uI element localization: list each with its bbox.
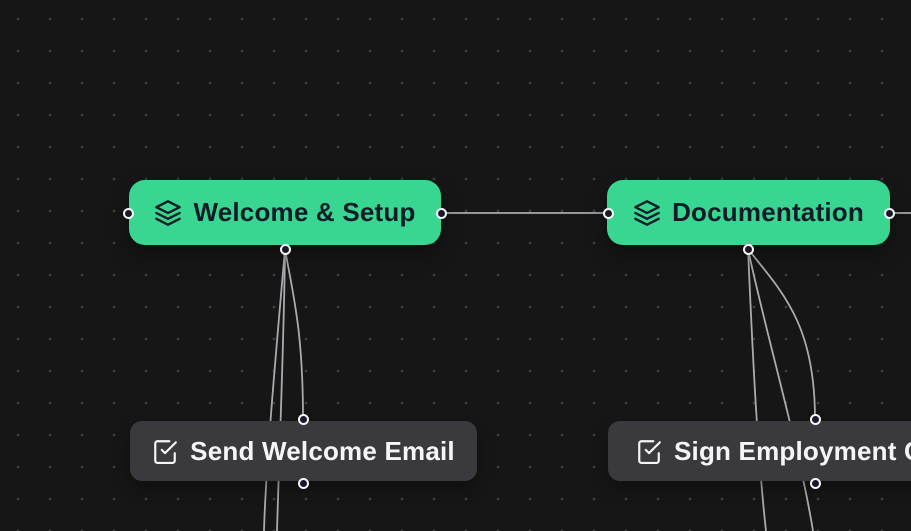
check-square-icon: [152, 438, 178, 464]
check-square-icon: [636, 438, 662, 464]
handle-send-welcome-email-bottom[interactable]: [297, 477, 309, 489]
handle-welcome-setup-left[interactable]: [122, 207, 134, 219]
handle-documentation-left[interactable]: [602, 207, 614, 219]
handle-sign-employment-top[interactable]: [809, 413, 821, 425]
handle-welcome-setup-bottom[interactable]: [279, 243, 291, 255]
edge-documentation-down-a[interactable]: [747, 248, 767, 531]
edge-welcome-setup-down-b[interactable]: [276, 248, 286, 531]
node-welcome-setup[interactable]: Welcome & Setup: [129, 180, 441, 245]
handle-documentation-right[interactable]: [883, 207, 895, 219]
node-sign-employment[interactable]: Sign Employment C: [608, 421, 911, 481]
handle-welcome-setup-right[interactable]: [435, 207, 447, 219]
node-label: Welcome & Setup: [193, 197, 416, 227]
edge-welcome-setup-down-a[interactable]: [263, 248, 286, 531]
node-documentation[interactable]: Documentation: [607, 180, 890, 245]
node-label: Send Welcome Email: [190, 435, 455, 466]
edge-documentation-to-sign-employment[interactable]: [747, 248, 816, 420]
edge-documentation-down-b[interactable]: [747, 248, 814, 531]
layers-icon: [633, 199, 661, 227]
handle-documentation-bottom[interactable]: [742, 243, 754, 255]
node-send-welcome-email[interactable]: Send Welcome Email: [130, 421, 477, 481]
handle-sign-employment-bottom[interactable]: [809, 477, 821, 489]
handle-send-welcome-email-top[interactable]: [297, 413, 309, 425]
node-label: Sign Employment C: [674, 435, 911, 466]
layers-icon: [154, 199, 182, 227]
node-label: Documentation: [672, 197, 864, 227]
edge-welcome-setup-to-send-welcome-email[interactable]: [284, 248, 304, 420]
